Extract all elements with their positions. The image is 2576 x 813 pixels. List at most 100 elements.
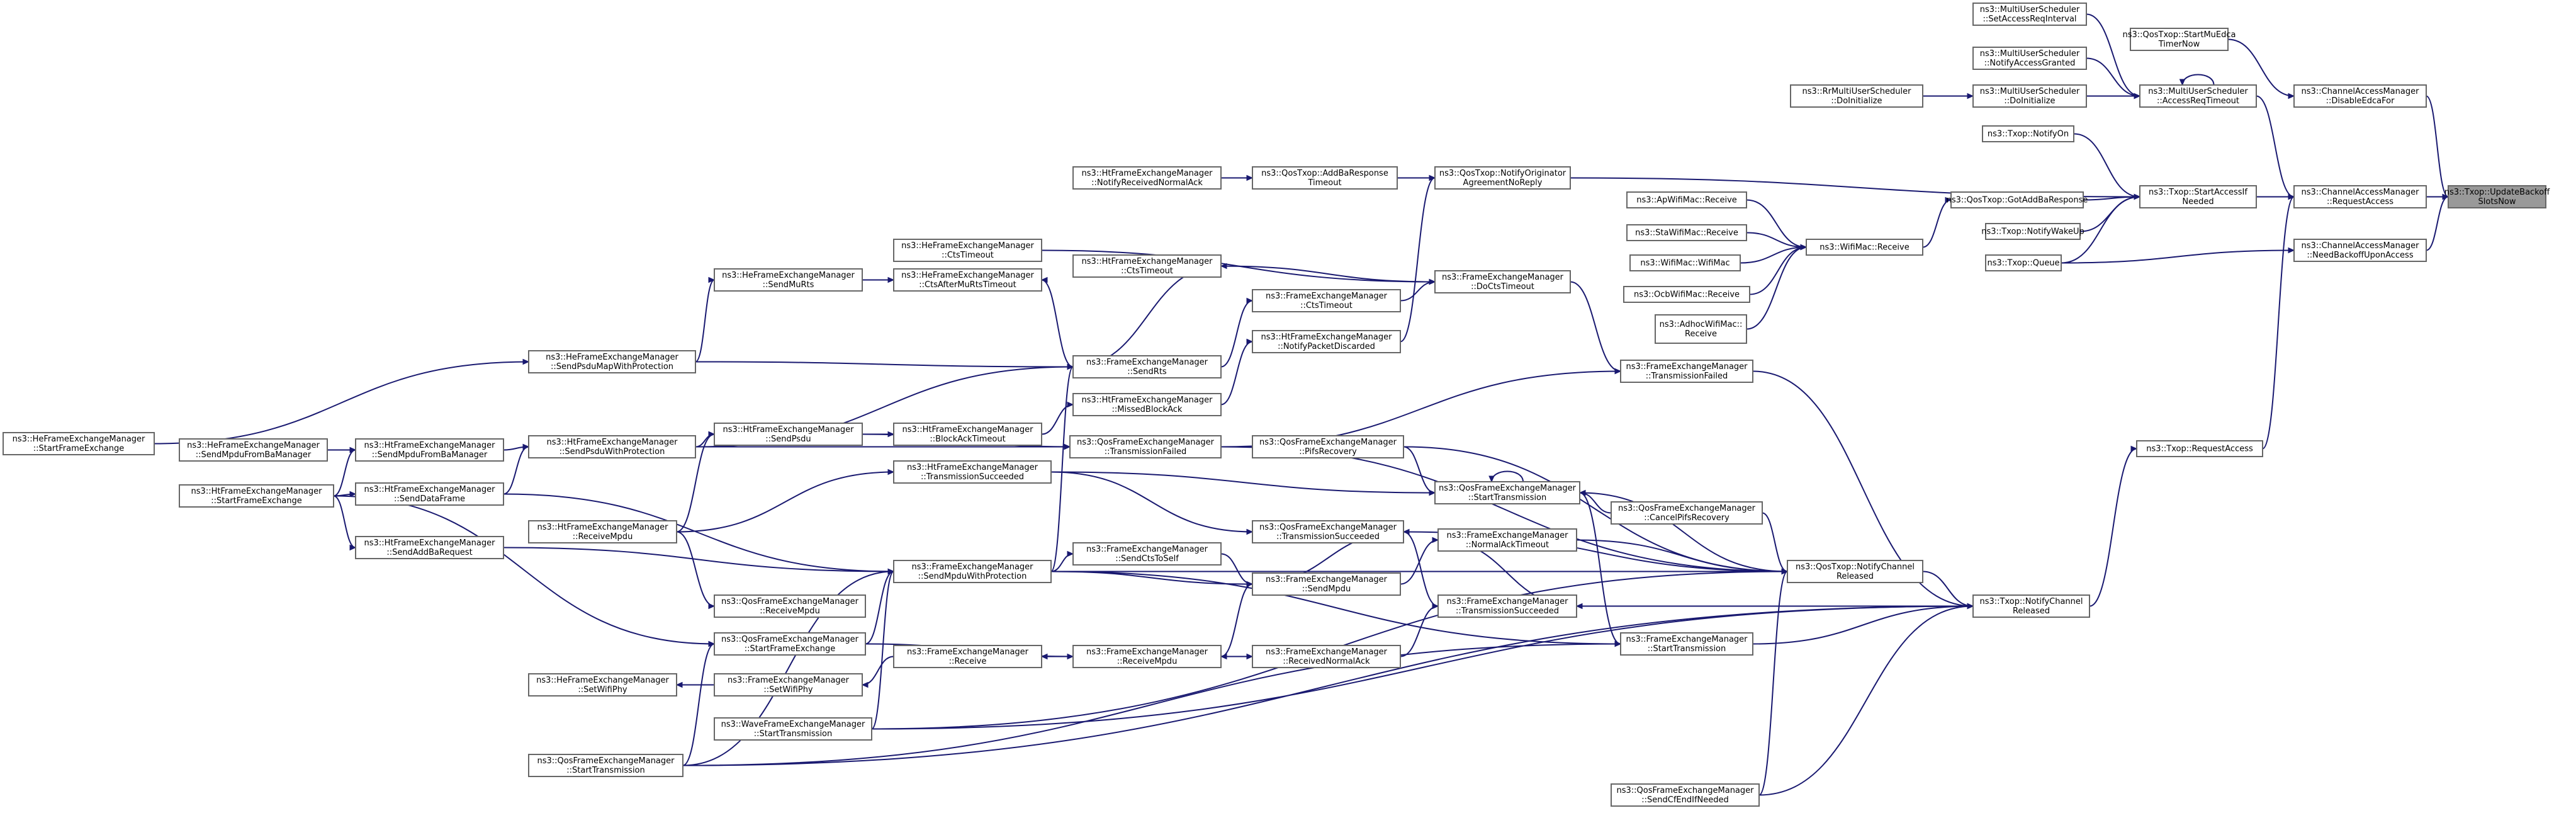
function-node[interactable]: ns3::HeFrameExchangeManager::StartFrameE… [3,432,155,455]
function-node[interactable]: ns3::HtFrameExchangeManager::StartFrameE… [179,484,334,508]
function-node[interactable]: ns3::FrameExchangeManager::SendRts [1072,355,1222,378]
function-node[interactable]: ns3::AdhocWifiMac::Receive [1655,314,1747,344]
function-node[interactable]: ns3::QosFrameExchangeManager::StartTrans… [1434,481,1580,504]
function-node[interactable]: ns3::HeFrameExchangeManager::SendMpduFro… [179,438,328,462]
function-node-box [714,632,866,656]
function-node-box [2139,185,2257,208]
function-node[interactable]: ns3::FrameExchangeManager::TransmissionF… [1620,360,1753,383]
function-node[interactable]: ns3::MultiUserScheduler::SetAccessReqInt… [1972,3,2087,26]
function-node[interactable]: ns3::QosFrameExchangeManager::PifsRecove… [1252,435,1404,458]
call-edge [1050,571,1621,645]
function-node[interactable]: ns3::HtFrameExchangeManager::MissedBlock… [1072,393,1222,416]
function-node-label: ns3::Txop::UpdateBackoff [2444,188,2550,197]
function-node[interactable]: ns3::FrameExchangeManager::SetWifiPhy [714,673,863,696]
call-edge [682,605,1974,766]
function-node[interactable]: ns3::WifiMac::Receive [1806,239,1923,256]
function-node-label: ::SendCtsToSelf [1115,554,1179,564]
function-node[interactable]: ns3::ChannelAccessManager::NeedBackoffUp… [2293,239,2427,262]
function-node[interactable]: ns3::HtFrameExchangeManager::Transmissio… [893,460,1052,484]
function-node[interactable]: ns3::HeFrameExchangeManager::SetWifiPhy [528,673,677,696]
call-edge-arrowhead [887,469,895,475]
function-node-box [1611,783,1760,807]
function-node[interactable]: ns3::HeFrameExchangeManager::CtsAfterMuR… [893,268,1042,292]
function-node[interactable]: ns3::QosTxop::GotAddBaResponse [1947,191,2088,208]
function-node[interactable]: ns3::HtFrameExchangeManager::CtsTimeout [1072,254,1222,278]
function-node[interactable]: ns3::FrameExchangeManager::SendMpduWithP… [893,560,1052,583]
function-node-label: ::NeedBackoffUponAccess [2307,251,2413,260]
function-node[interactable]: ns3::FrameExchangeManager::ReceivedNorma… [1252,645,1401,668]
function-node[interactable]: ns3::OcbWifiMac::Receive [1623,286,1750,303]
function-node[interactable]: ns3::HtFrameExchangeManager::NotifyRecei… [1072,166,1222,190]
function-node[interactable]: ns3::Txop::RequestAccess [2136,440,2263,457]
function-node[interactable]: ns3::QosFrameExchangeManager::CancelPifs… [1611,501,1763,525]
function-node[interactable]: ns3::ApWifiMac::Receive [1626,191,1747,208]
function-node[interactable]: ns3::HtFrameExchangeManager::BlockAckTim… [893,423,1042,446]
function-node[interactable]: ns3::RrMultiUserScheduler::DoInitialize [1790,84,1923,108]
function-node[interactable]: ns3::HtFrameExchangeManager::SendAddBaRe… [355,536,504,559]
function-node-label: ::CtsTimeout [1300,301,1353,310]
function-node[interactable]: ns3::FrameExchangeManager::SendCtsToSelf [1072,542,1222,566]
function-node-label: ns3::FrameExchangeManager [907,647,1029,657]
function-node[interactable]: ns3::QosFrameExchangeManager::SendCfEndI… [1611,783,1760,807]
function-node[interactable]: ns3::QosFrameExchangeManager::Transmissi… [1069,435,1222,458]
function-node[interactable]: ns3::HtFrameExchangeManager::SendMpduFro… [355,438,504,462]
function-node[interactable]: ns3::HeFrameExchangeManager::CtsTimeout [893,239,1042,262]
function-node[interactable]: ns3::Txop::Queue [1985,254,2062,271]
call-edge-arrowhead [1246,528,1254,535]
function-node[interactable]: ns3::WaveFrameExchangeManager::StartTran… [714,717,872,741]
function-node[interactable]: ns3::QosFrameExchangeManager::ReceiveMpd… [714,594,866,618]
function-node[interactable]: ns3::QosFrameExchangeManager::StartFrame… [714,632,866,656]
function-node-label: ns3::FrameExchangeManager [1626,635,1748,644]
function-node[interactable]: ns3::MultiUserScheduler::DoInitialize [1972,84,2087,108]
call-edge [333,495,715,645]
function-node-label: ns3::HtFrameExchangeManager [537,523,669,532]
function-node-box [1252,520,1404,543]
function-node[interactable]: ns3::HeFrameExchangeManager::SendMuRts [714,268,863,292]
function-node[interactable]: ns3::QosFrameExchangeManager::StartTrans… [528,754,683,777]
function-node[interactable]: ns3::Txop::NotifyWakeUp [1981,223,2084,240]
function-node[interactable]: ns3::FrameExchangeManager::ReceiveMpdu [1072,645,1222,668]
function-node-label: ::SendMuRts [763,280,814,290]
call-edge [695,279,715,363]
function-node[interactable]: ns3::QosTxop::NotifyOriginatorAgreementN… [1434,166,1571,190]
function-node[interactable]: ns3::ChannelAccessManager::DisableEdcaFo… [2293,84,2427,108]
function-node[interactable]: ns3::FrameExchangeManager::NormalAckTime… [1437,528,1577,552]
function-node-box [528,673,677,696]
function-node[interactable]: ns3::HeFrameExchangeManager::SendPsduMap… [528,350,696,373]
call-edge [1403,531,1439,607]
function-node[interactable]: ns3::HtFrameExchangeManager::ReceiveMpdu [528,520,677,543]
call-edge-arrowhead [2288,93,2295,99]
function-node-label: ::TransmissionSucceeded [921,472,1024,482]
call-edge [1491,470,1524,482]
function-node[interactable]: ns3::MultiUserScheduler::AccessReqTimeou… [2139,84,2257,108]
function-node[interactable]: ns3::HtFrameExchangeManager::SendPsdu [714,423,863,446]
function-node[interactable]: ns3::StaWifiMac::Receive [1626,224,1747,241]
function-node[interactable]: ns3::FrameExchangeManager::TransmissionS… [1437,594,1577,618]
function-node[interactable]: ns3::HtFrameExchangeManager::SendDataFra… [355,482,504,506]
call-edge [676,471,894,533]
function-node[interactable]: ns3::FrameExchangeManager::StartTransmis… [1620,632,1753,656]
function-node-label: ::CtsTimeout [942,251,994,260]
function-node-label: ::DoCtsTimeout [1471,282,1534,292]
function-node[interactable]: ns3::HtFrameExchangeManager::SendPsduWit… [528,435,696,458]
function-node[interactable]: ns3::FrameExchangeManager::DoCtsTimeout [1434,270,1571,293]
function-node[interactable]: ns3::FrameExchangeManager::Receive [893,645,1042,668]
function-node[interactable]: ns3::MultiUserScheduler::NotifyAccessGra… [1972,47,2087,70]
function-node[interactable]: ns3::WifiMac::WifiMac [1629,254,1741,271]
call-edge [1220,553,1253,585]
function-node-label: ns3::FrameExchangeManager [1442,273,1564,282]
function-node[interactable]: ns3::FrameExchangeManager::CtsTimeout [1252,289,1401,312]
call-edge [682,571,894,766]
function-node-box [1252,166,1398,190]
function-node[interactable]: ns3::QosFrameExchangeManager::Transmissi… [1252,520,1404,543]
function-node[interactable]: ns3::HtFrameExchangeManager::NotifyPacke… [1252,330,1401,353]
function-node[interactable]: ns3::FrameExchangeManager::SendMpdu [1252,572,1401,596]
function-node[interactable]: ns3::ChannelAccessManager::RequestAccess [2293,185,2427,208]
function-node[interactable]: ns3::Txop::NotifyOn [1982,125,2074,142]
